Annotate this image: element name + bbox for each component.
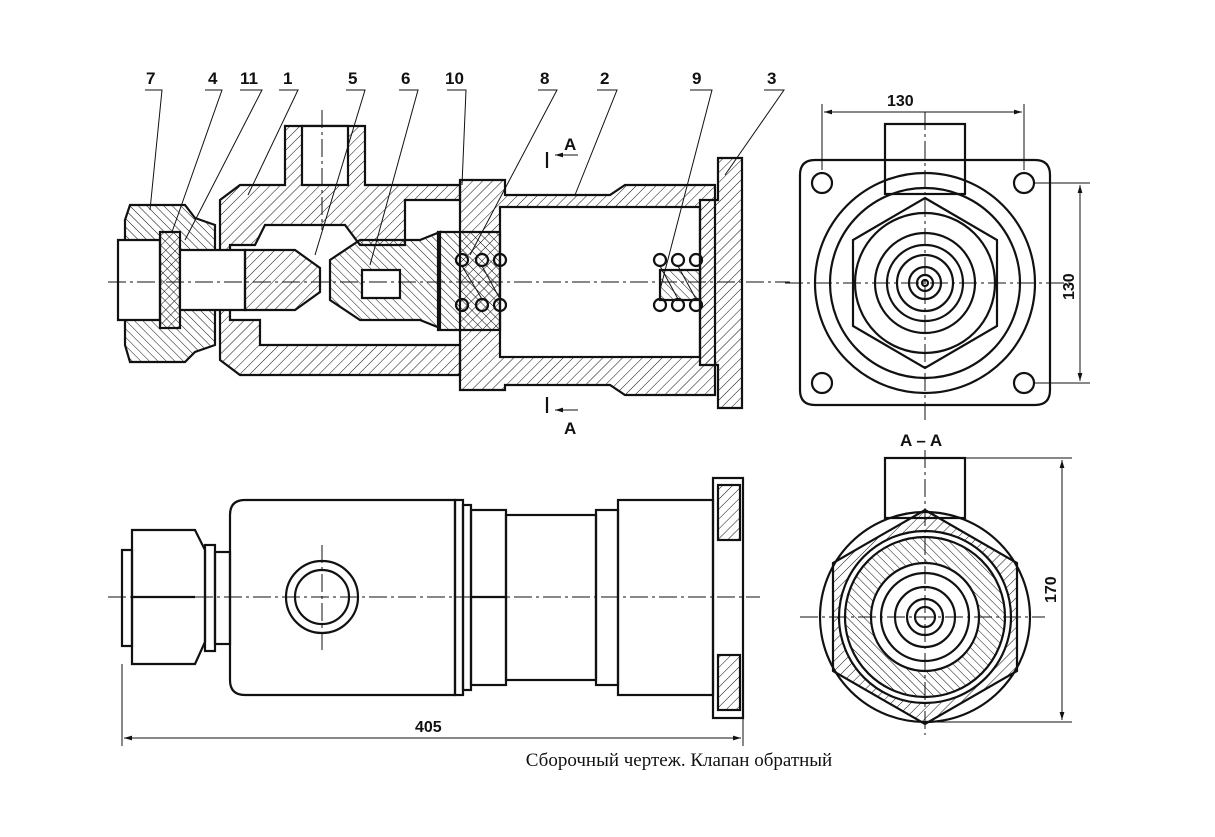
section-title: A – A — [900, 431, 942, 450]
part-number-11: 11 — [240, 69, 258, 88]
part-number-10: 10 — [445, 69, 464, 88]
poppet-bore — [360, 268, 402, 300]
part-number-5: 5 — [348, 69, 357, 88]
flange-section-bottom — [716, 653, 742, 712]
dim-total-length: 405 — [415, 719, 442, 736]
dim-section-height: 170 — [1043, 576, 1060, 603]
part-number-7: 7 — [146, 69, 155, 88]
seat-insert — [243, 248, 322, 312]
end-flange — [698, 156, 744, 410]
part-number-6: 6 — [401, 69, 410, 88]
nipple — [116, 238, 162, 322]
cut-letter-bottom: A — [564, 419, 576, 438]
part-number-9: 9 — [692, 69, 701, 88]
part-number-2: 2 — [600, 69, 609, 88]
end-view: 130 130 — [785, 93, 1090, 420]
part-number-8: 8 — [540, 69, 549, 88]
part-leaders: 7 4 11 1 5 6 10 8 2 9 3 — [145, 69, 785, 291]
spring — [454, 252, 704, 313]
dim-flange-width: 130 — [887, 93, 914, 110]
part-number-4: 4 — [208, 69, 218, 88]
dim-flange-height: 130 — [1061, 273, 1078, 300]
part-number-3: 3 — [767, 69, 776, 88]
gasket — [158, 230, 182, 330]
part-number-1: 1 — [283, 69, 292, 88]
inlet-pipe — [178, 248, 247, 312]
front-section-view: A A — [108, 110, 790, 438]
cut-letter-top: A — [564, 135, 576, 154]
section-a-a-view: A – A 170 — [800, 431, 1072, 735]
spring-guide — [436, 230, 502, 332]
outlet-port-bore — [300, 124, 350, 187]
flange-section-top — [716, 483, 742, 542]
side-view: 405 — [108, 476, 760, 746]
drawing-caption: Сборочный чертеж. Клапан обратный — [525, 750, 833, 771]
